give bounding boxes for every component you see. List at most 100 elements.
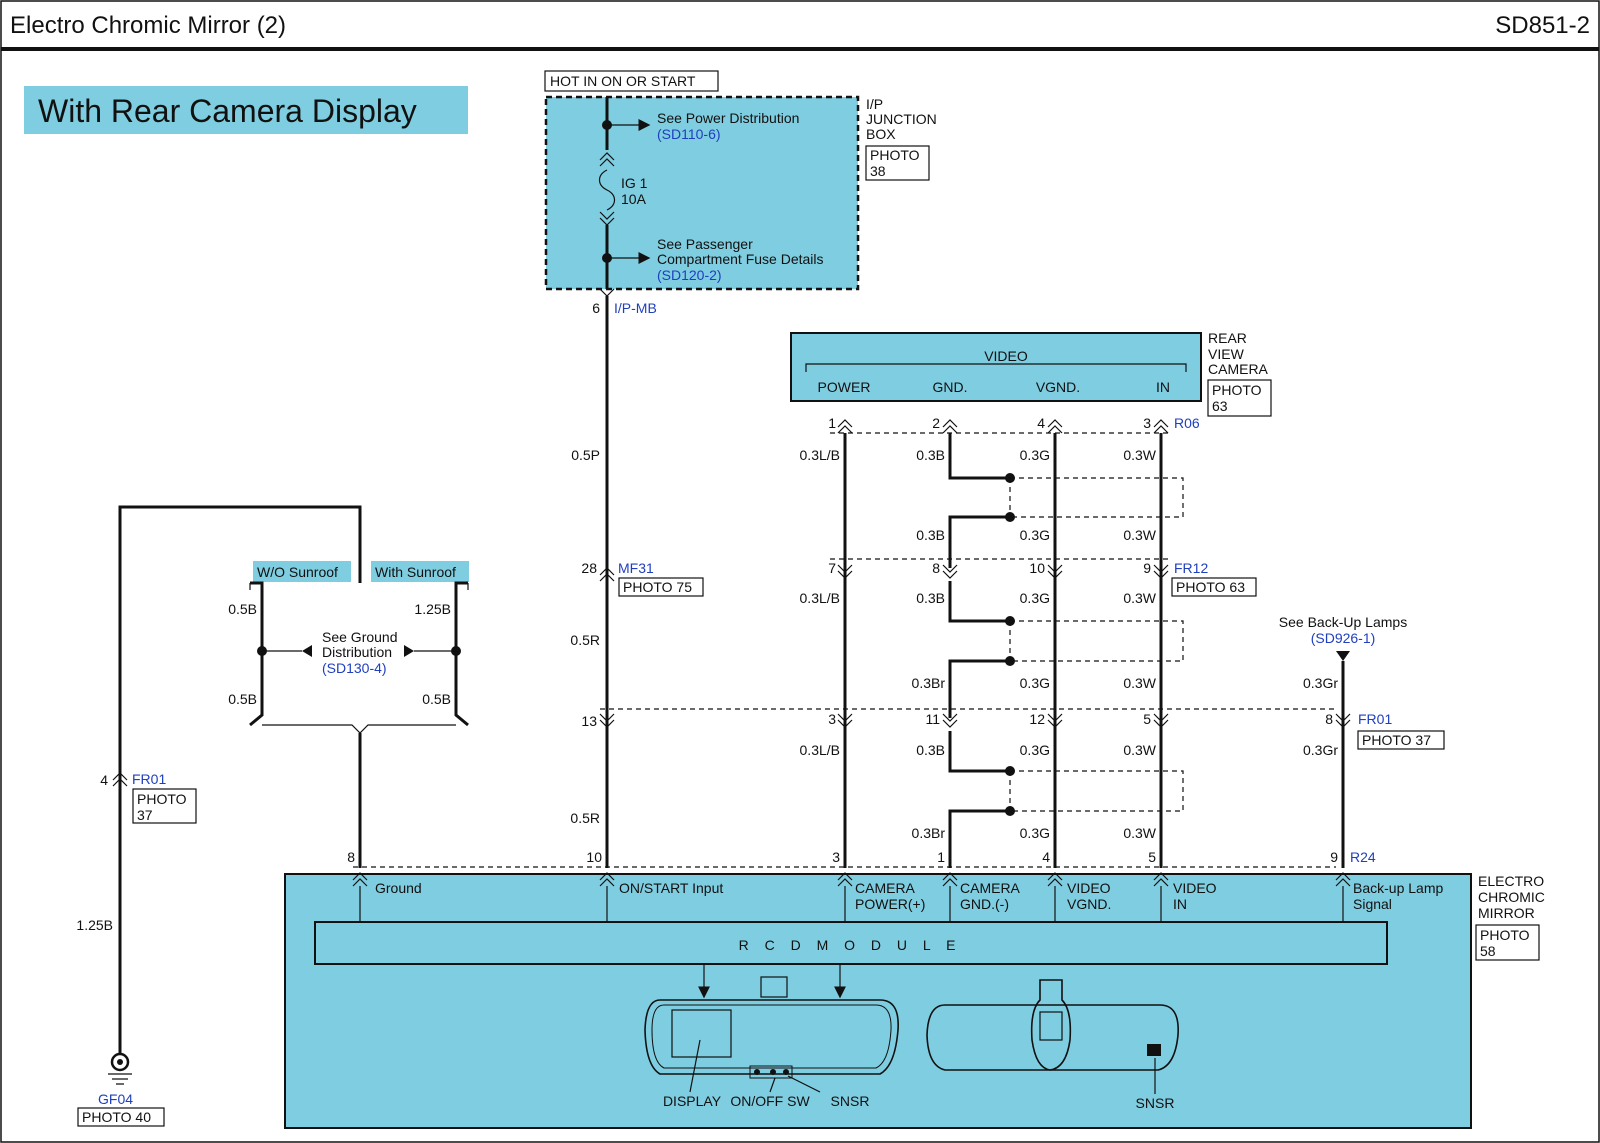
camera-gnd-wire-3 <box>948 731 1010 868</box>
ground-photo-box <box>77 1107 165 1127</box>
switch-dot-1 <box>754 1069 760 1075</box>
mirror-photo-2: 58 <box>1480 943 1496 959</box>
see-power-text: See Power Distribution <box>657 110 799 126</box>
fr12-pin-10: 10 <box>1029 560 1045 576</box>
r24-connectors <box>352 872 1351 887</box>
wo-sunroof-box <box>253 561 351 582</box>
fr01-photo: PHOTO 37 <box>1362 732 1431 748</box>
r06-pin-4: 4 <box>1037 415 1045 431</box>
camera-video-label: VIDEO <box>984 348 1028 364</box>
mirror-name-2: CHROMIC <box>1478 889 1545 905</box>
r24-pin-8: 8 <box>347 849 355 865</box>
r24-pin-1: 1 <box>937 849 945 865</box>
wo-sunroof-label: W/O Sunroof <box>257 564 338 580</box>
r06-pin-3: 3 <box>1143 415 1151 431</box>
r24-pin-5: 5 <box>1148 849 1156 865</box>
mirror-onstart-label: ON/START Input <box>619 880 723 896</box>
see-ground-2: Distribution <box>322 644 392 660</box>
mf31-conn: MF31 <box>618 560 654 576</box>
junction-name-3: BOX <box>866 126 896 142</box>
fr12-pin-9: 9 <box>1143 560 1151 576</box>
mirror-campwr-2: POWER(+) <box>855 896 925 912</box>
shield-2 <box>1009 620 1184 662</box>
hot-label-box <box>544 70 719 92</box>
camera-name-1: REAR <box>1208 330 1247 346</box>
wire-w-6: 0.3W <box>1123 825 1156 841</box>
with-sunroof-label: With Sunroof <box>375 564 456 580</box>
mirror-campwr-1: CAMERA <box>855 880 916 896</box>
camera-name-2: VIEW <box>1208 346 1245 362</box>
ipmb-conn: I/P-MB <box>614 300 657 316</box>
fr12-connectors <box>837 564 1169 579</box>
camera-power-label: POWER <box>818 379 871 395</box>
snsr1-pointer <box>787 1075 821 1093</box>
r24-pin-4: 4 <box>1042 849 1050 865</box>
wire-lb-1: 0.3L/B <box>800 447 840 463</box>
rear-camera-box <box>790 332 1202 402</box>
ground-conn: GF04 <box>98 1091 133 1107</box>
mirror-front-outline-icon <box>644 999 899 1075</box>
page-title: Electro Chromic Mirror (2) <box>10 12 286 39</box>
wire-lb-2: 0.3L/B <box>800 590 840 606</box>
fr12-photo-box <box>1171 577 1257 597</box>
mirror-name-1: ELECTRO <box>1478 873 1544 889</box>
fr01-pin-8: 8 <box>1325 711 1333 727</box>
wire-05b-b: 0.5B <box>228 691 257 707</box>
display-icon <box>671 1009 732 1058</box>
wire-w-5: 0.3W <box>1123 742 1156 758</box>
mirror-name-3: MIRROR <box>1478 905 1535 921</box>
snsr2-label: SNSR <box>1136 1095 1175 1111</box>
mirror-camgnd-2: GND.(-) <box>960 896 1009 912</box>
camera-gnd-label: GND. <box>933 379 968 395</box>
r06-connectors <box>837 419 1169 434</box>
hot-label: HOT IN ON OR START <box>550 73 696 89</box>
camera-photo-box <box>1207 379 1272 417</box>
camera-gnd-wire-2 <box>948 581 1010 718</box>
wire-b-1: 0.3B <box>916 447 945 463</box>
camera-gnd-wire-1 <box>948 433 1010 568</box>
left-fr01-photo-box <box>132 788 197 824</box>
display-pointer <box>689 1039 701 1093</box>
wire-g-4: 0.3G <box>1020 675 1050 691</box>
left-fr01-connector <box>112 772 128 787</box>
ground-lines-icon <box>108 1073 132 1085</box>
sunroof-break-ticks <box>249 583 469 590</box>
fr01-pin-5: 5 <box>1143 711 1151 727</box>
left-fr01-photo-1: PHOTO <box>137 791 187 807</box>
wo-ground-arrow-icon <box>302 645 312 657</box>
wire-g-1: 0.3G <box>1020 447 1050 463</box>
backup-ref: (SD926-1) <box>1311 630 1376 646</box>
mirror-ground-label: Ground <box>375 880 422 896</box>
mf31-photo-box <box>618 577 704 597</box>
banner-text: With Rear Camera Display <box>38 93 417 129</box>
camera-vgnd-label: VGND. <box>1036 379 1080 395</box>
wire-g-2: 0.3G <box>1020 527 1050 543</box>
see-pass-2: Compartment Fuse Details <box>657 251 824 267</box>
junction-photo-2: 38 <box>870 163 886 179</box>
mirror-backup-1: Back-up Lamp <box>1353 880 1443 896</box>
wire-w-1: 0.3W <box>1123 447 1156 463</box>
left-fr01-photo-2: 37 <box>137 807 153 823</box>
wire-gr-1: 0.3Gr <box>1303 675 1338 691</box>
fuse-top-connector <box>599 152 615 167</box>
mirror-vgnd-2: VGND. <box>1067 896 1111 912</box>
fr01-conn: FR01 <box>1358 711 1392 727</box>
page-code: SD851-2 <box>1495 12 1590 39</box>
video-bracket <box>805 363 1187 372</box>
mirror-front-inner <box>651 1004 892 1069</box>
mirror-rear-outline-icon <box>926 1004 1179 1071</box>
ground-icon-dot <box>117 1059 123 1065</box>
wire-g-5: 0.3G <box>1020 742 1050 758</box>
wire-gr-2: 0.3Gr <box>1303 742 1338 758</box>
mf31-connector <box>599 567 615 582</box>
fr01-photo-box <box>1357 730 1445 750</box>
snsr1-label: SNSR <box>831 1093 870 1109</box>
ipmb-pin: 6 <box>592 300 600 316</box>
wire-05b-c: 0.5B <box>422 691 451 707</box>
mirror-photo-box <box>1475 924 1540 961</box>
r24-pin-3: 3 <box>832 849 840 865</box>
with-ground-arrow-icon <box>404 645 414 657</box>
wire-w-3: 0.3W <box>1123 590 1156 606</box>
onoff-switch-icon <box>749 1065 793 1079</box>
